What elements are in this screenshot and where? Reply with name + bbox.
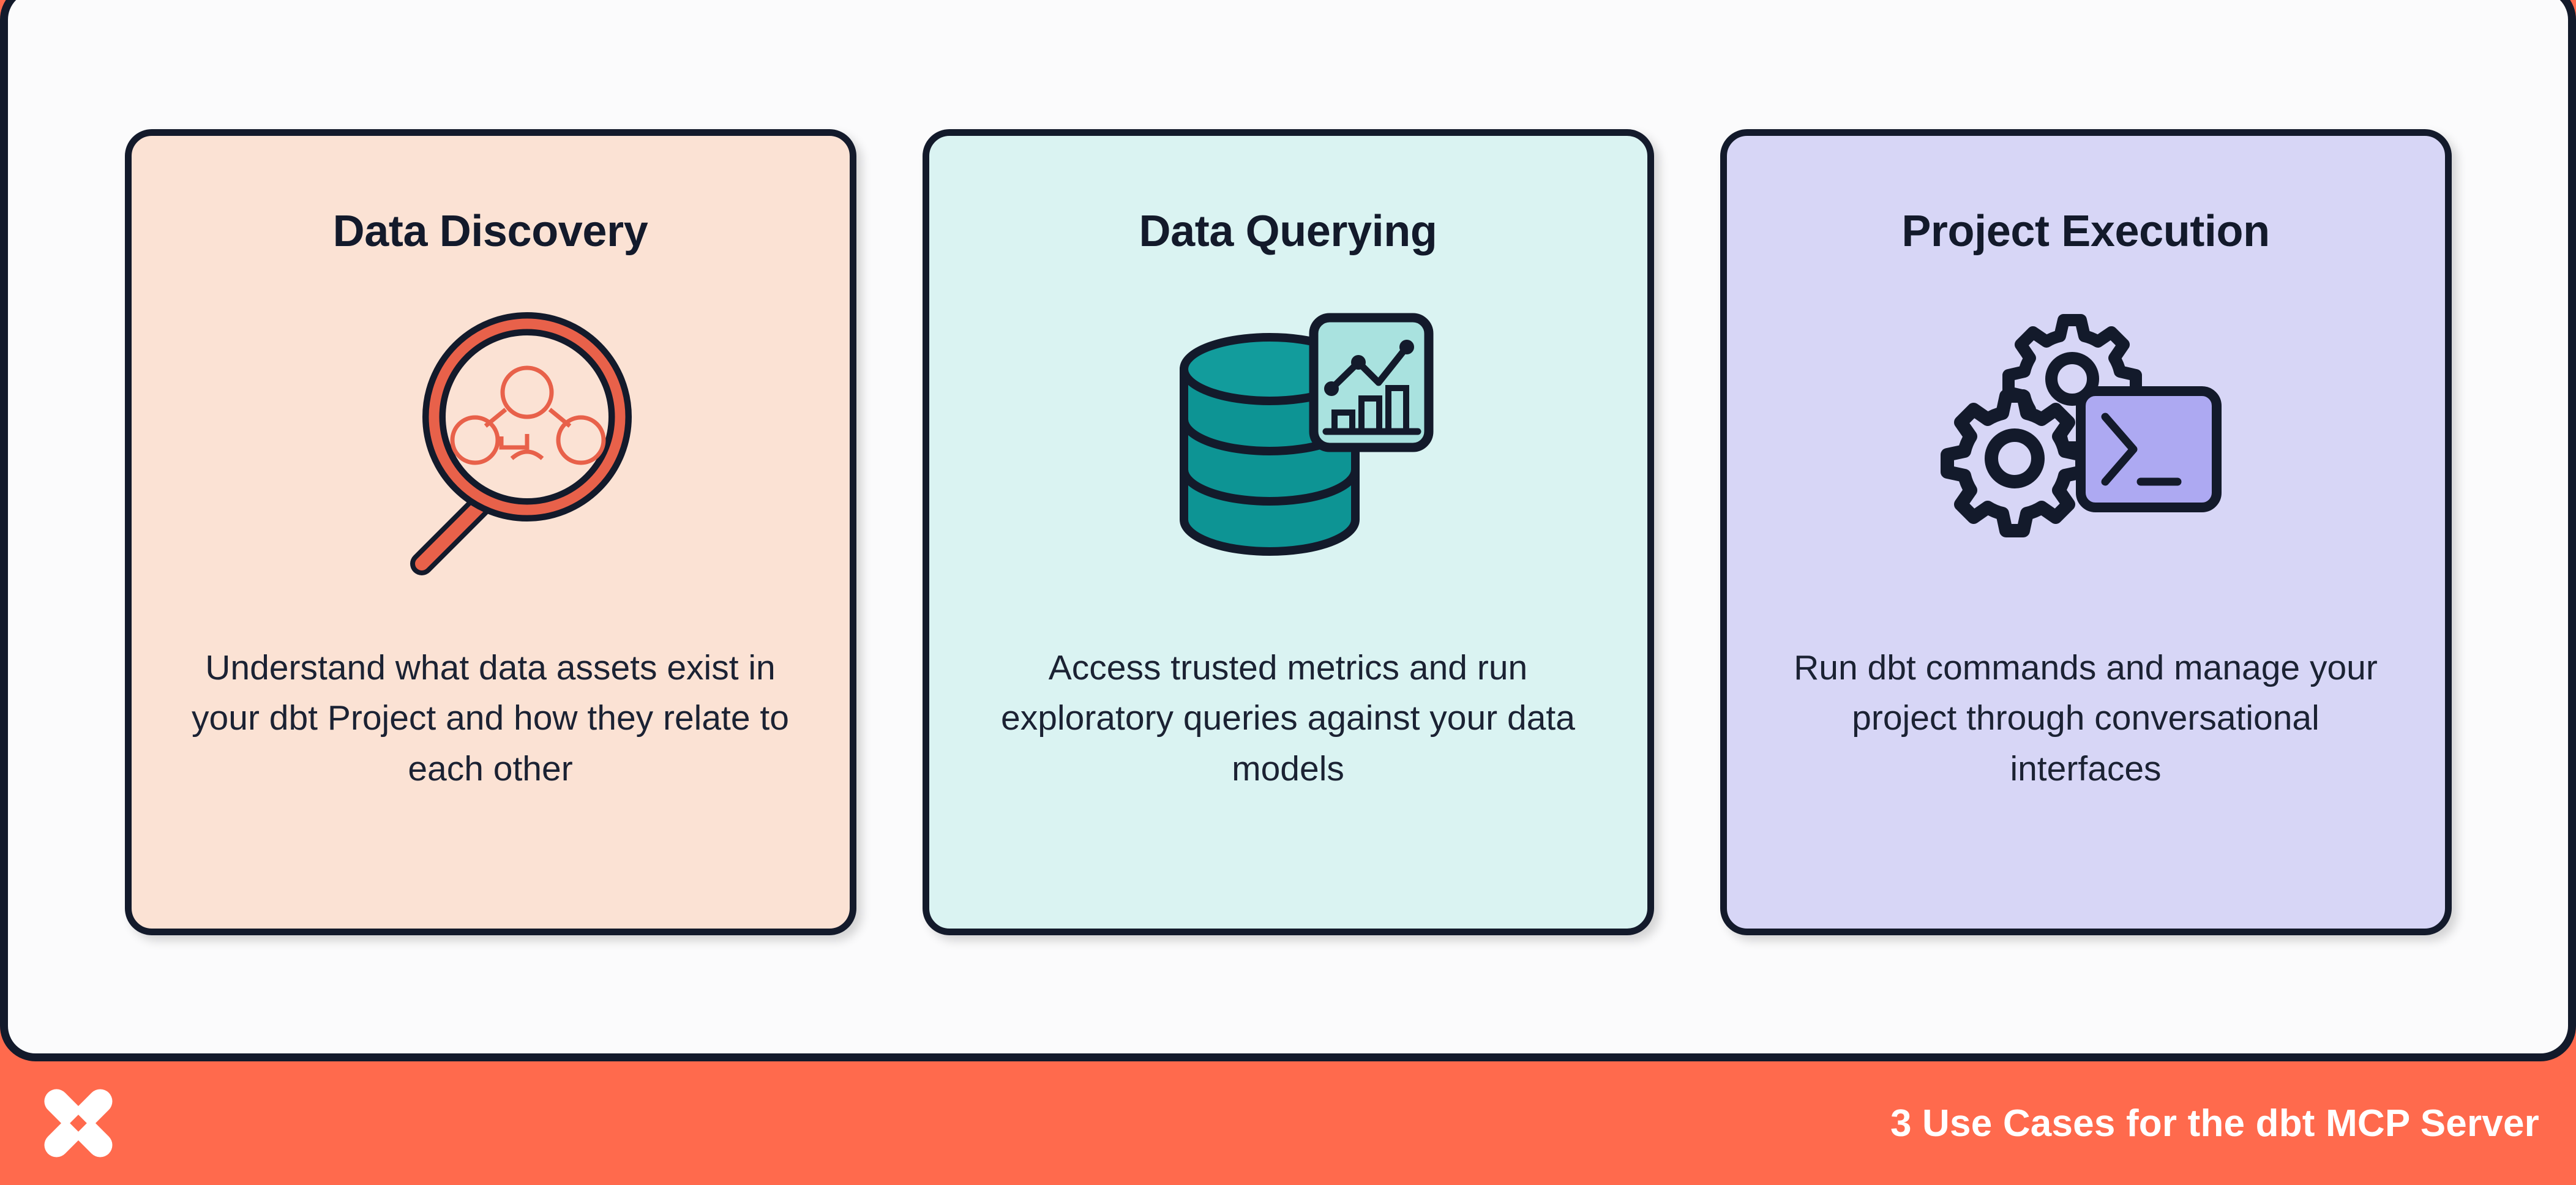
card-body: Access trusted metrics and run explorato… <box>1001 648 1575 788</box>
footer-bar: 3 Use Cases for the dbt MCP Server <box>0 1061 2576 1185</box>
card-data-querying[interactable]: Data Querying <box>922 129 1654 935</box>
card-body: Understand what data assets exist in you… <box>192 648 789 788</box>
card-project-execution[interactable]: Project Execution <box>1720 129 2452 935</box>
database-chart-icon <box>929 291 1647 597</box>
content-panel: Data Discovery <box>0 0 2576 1061</box>
card-title: Data Querying <box>1139 206 1437 256</box>
card-body: Run dbt commands and manage your project… <box>1794 648 2378 788</box>
gears-terminal-icon <box>1727 291 2445 597</box>
card-title: Project Execution <box>1901 206 2270 256</box>
card-data-discovery[interactable]: Data Discovery <box>124 129 856 935</box>
magnifier-network-icon <box>132 291 850 597</box>
dbt-logo-icon <box>44 1089 113 1157</box>
card-title: Data Discovery <box>332 206 648 256</box>
cards-row: Data Discovery <box>8 0 2568 1053</box>
footer-caption: 3 Use Cases for the dbt MCP Server <box>1890 1102 2539 1145</box>
